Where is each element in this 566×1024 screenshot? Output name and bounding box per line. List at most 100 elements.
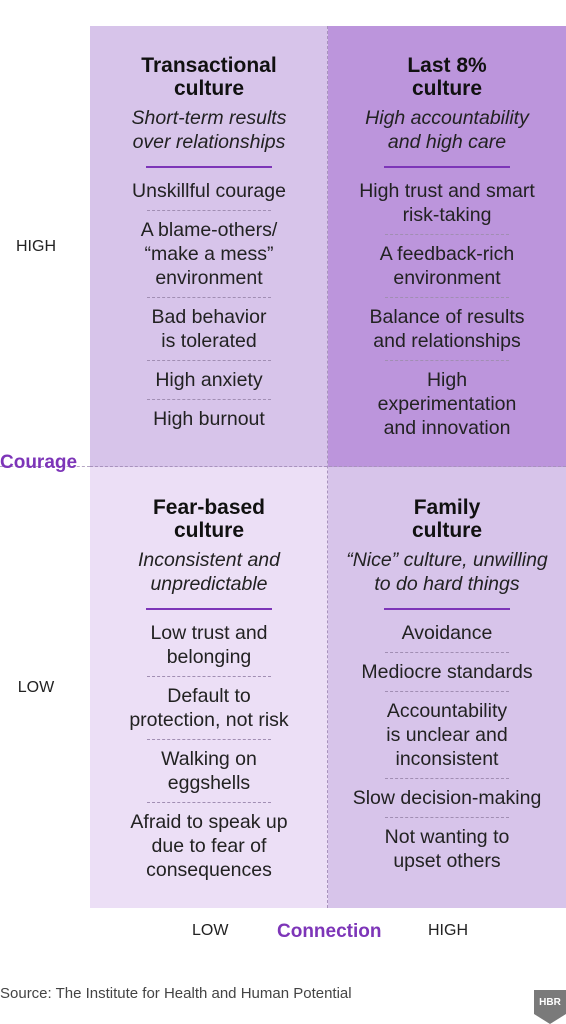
text-line: Short-term results [131, 107, 287, 129]
text-line: is unclear and [386, 724, 508, 746]
text-line: High trust and smart [359, 180, 535, 202]
item-divider [385, 652, 509, 653]
text-line: culture [173, 519, 244, 542]
text-line: Slow decision-making [352, 787, 542, 809]
text-line: Balance of results [369, 306, 525, 328]
list-item: High anxiety [155, 364, 262, 396]
text-line: Low trust and [150, 622, 268, 644]
list-item: High burnout [153, 403, 265, 435]
text-line: risk-taking [402, 204, 492, 226]
y-axis-high-label: HIGH [16, 238, 56, 255]
y-axis-low-label: LOW [17, 679, 55, 696]
text-line: and innovation [383, 417, 511, 439]
text-line: Avoidance [401, 622, 493, 644]
text-line: environment [393, 267, 501, 289]
title-underline [146, 608, 272, 610]
svg-text:HBR: HBR [539, 997, 561, 1008]
text-line: A feedback-rich [379, 243, 515, 265]
text-line: and high care [387, 131, 507, 153]
list-item: Mediocre standards [361, 656, 532, 688]
list-item: Unskillful courage [132, 175, 286, 207]
text-line: over relationships [132, 131, 286, 153]
text-line: and relationships [373, 330, 521, 352]
item-divider [147, 297, 271, 298]
text-line: due to fear of [151, 835, 267, 857]
title-underline [384, 166, 510, 168]
title-underline [384, 608, 510, 610]
item-divider [147, 210, 271, 211]
item-divider [147, 360, 271, 361]
text-line: unpredictable [150, 573, 268, 595]
text-line: culture [411, 519, 482, 542]
text-line: Default to [167, 685, 251, 707]
item-divider [147, 399, 271, 400]
hbr-logo-icon: HBR [534, 990, 566, 1024]
text-line: Family [413, 496, 481, 519]
item-divider [147, 802, 271, 803]
item-divider [147, 739, 271, 740]
text-line: A blame-others/ [140, 219, 278, 241]
list-item: Avoidance [402, 617, 493, 649]
text-line: inconsistent [395, 748, 499, 770]
item-divider [147, 676, 271, 677]
horizontal-divider [90, 466, 566, 467]
item-divider [385, 778, 509, 779]
text-line: consequences [146, 859, 272, 881]
quadrant-title: Last 8%culture [407, 54, 486, 100]
source-note: Source: The Institute for Health and Hum… [0, 985, 352, 1002]
text-line: culture [411, 77, 482, 100]
text-line: “Nice” culture, unwilling [346, 549, 548, 571]
title-underline [146, 166, 272, 168]
text-line: environment [155, 267, 263, 289]
item-divider [385, 360, 509, 361]
text-line: culture [173, 77, 244, 100]
text-line: Fear-based [152, 496, 266, 519]
text-line: Bad behavior [151, 306, 267, 328]
x-axis-title: Connection [277, 921, 382, 942]
item-divider [385, 691, 509, 692]
item-divider [385, 817, 509, 818]
text-line: Transactional [141, 54, 277, 77]
text-line: eggshells [167, 772, 251, 794]
text-line: Last 8% [407, 54, 487, 77]
x-axis-low-label: LOW [192, 922, 229, 939]
text-line: Walking on [161, 748, 257, 770]
list-item: A blame-others/“make a mess”environment [141, 214, 278, 294]
text-line: protection, not risk [129, 709, 289, 731]
text-line: belonging [166, 646, 252, 668]
y-axis-title: Courage [0, 452, 78, 473]
text-line: “make a mess” [144, 243, 274, 265]
text-line: experimentation [377, 393, 517, 415]
text-line: Afraid to speak up [130, 811, 288, 833]
item-divider [385, 234, 509, 235]
item-divider [385, 297, 509, 298]
text-line: High burnout [153, 408, 265, 430]
text-line: Accountability [386, 700, 508, 722]
text-line: Not wanting to [384, 826, 510, 848]
text-line: to do hard things [374, 573, 520, 595]
text-line: Mediocre standards [361, 661, 533, 683]
list-item: Slow decision-making [353, 782, 542, 814]
vertical-divider [327, 26, 328, 908]
